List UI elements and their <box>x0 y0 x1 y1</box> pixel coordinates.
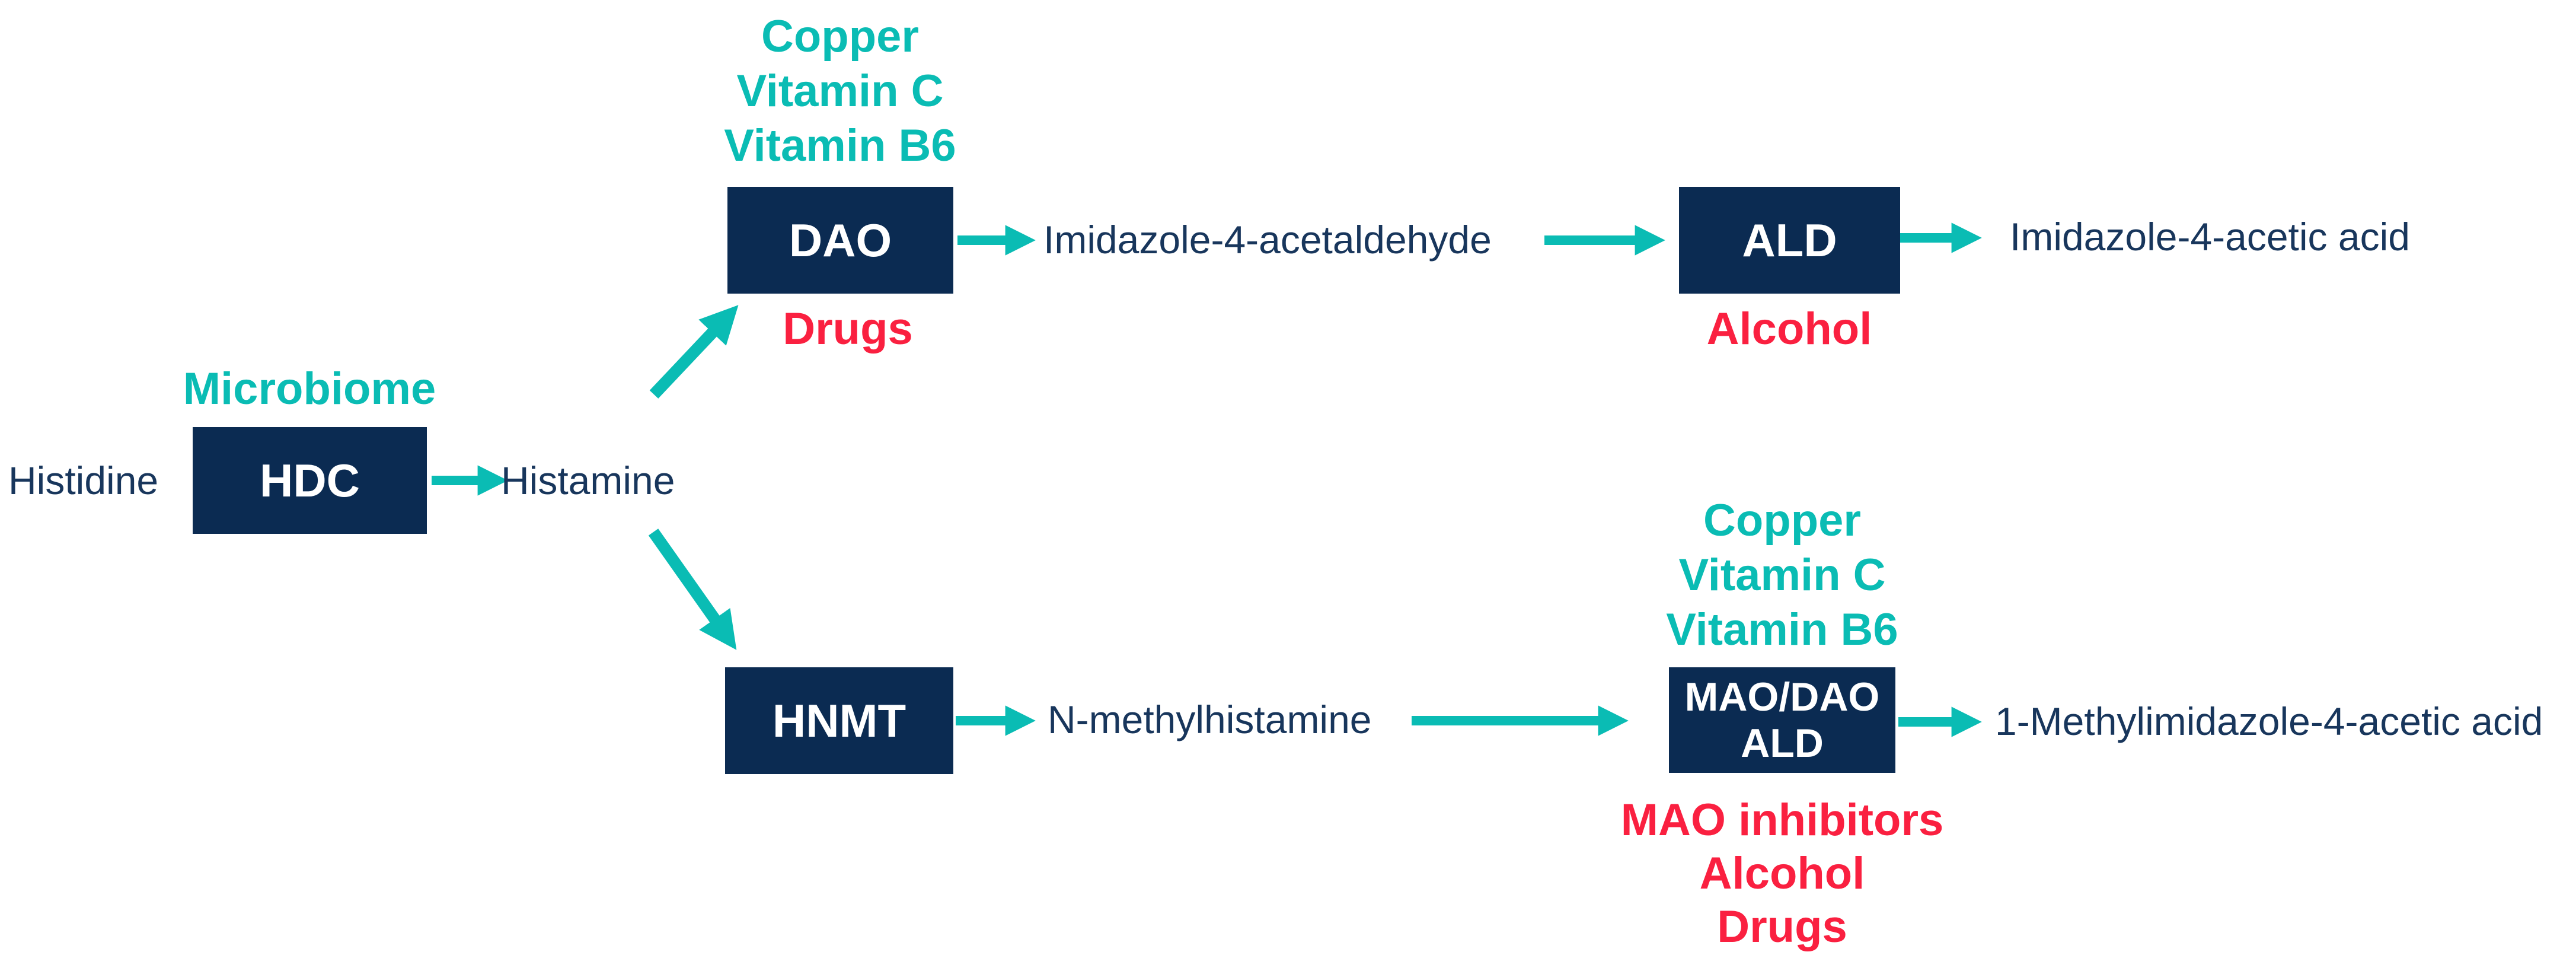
enzyme-label-hdc: HDC <box>260 454 360 507</box>
cofactor-dao-vitamin-b6: Vitamin B6 <box>724 120 956 171</box>
cofactor-microbiome-text: Microbiome <box>183 364 436 414</box>
arrow-histamine-to-hnmt <box>648 529 737 650</box>
enzyme-label-mao-dao: MAO/DAO <box>1684 674 1880 720</box>
molecule-n-methylhistamine: N-methylhistamine <box>1048 698 1372 741</box>
molecule-1-methylimidazole-4-acetic-acid: 1-Methylimidazole-4-acetic acid <box>1995 699 2543 743</box>
arrow-histamine-to-dao <box>649 305 739 399</box>
molecule-histidine: Histidine <box>8 459 159 502</box>
enzyme-label-ald: ALD <box>1742 214 1837 266</box>
molecule-histamine: Histamine <box>501 459 675 502</box>
cofactor-mao-vitamin-c: Vitamin C <box>1678 550 1886 600</box>
inhibitor-mao-alcohol: Alcohol <box>1699 848 1865 899</box>
enzyme-box-mao-dao-ald: MAO/DAO ALD <box>1669 667 1895 773</box>
inhibitor-dao-drugs: Drugs <box>783 303 913 356</box>
cofactor-list-dao: Copper Vitamin C Vitamin B6 <box>724 9 956 173</box>
enzyme-label-hnmt: HNMT <box>772 694 906 747</box>
enzyme-box-ald: ALD <box>1679 187 1900 294</box>
enzyme-box-dao: DAO <box>727 187 953 294</box>
cofactor-dao-copper: Copper <box>761 11 919 62</box>
enzyme-label-mao-dao-ald: ALD <box>1741 721 1824 766</box>
cofactor-mao-vitamin-b6: Vitamin B6 <box>1666 604 1898 655</box>
inhibitor-dao-drugs-text: Drugs <box>783 304 913 354</box>
inhibitor-ald-alcohol-text: Alcohol <box>1706 304 1872 354</box>
cofactor-dao-vitamin-c: Vitamin C <box>736 66 944 116</box>
enzyme-box-hdc: HDC <box>193 427 427 534</box>
cofactor-mao-copper: Copper <box>1703 495 1861 546</box>
enzyme-box-hnmt: HNMT <box>725 667 953 774</box>
cofactor-microbiome: Microbiome <box>183 362 436 416</box>
inhibitor-list-mao-dao: MAO inhibitors Alcohol Drugs <box>1621 794 1944 954</box>
enzyme-label-dao: DAO <box>789 214 892 266</box>
inhibitor-mao-inhibitors: MAO inhibitors <box>1620 795 1944 845</box>
molecule-imidazole-4-acetic-acid: Imidazole-4-acetic acid <box>2010 215 2410 259</box>
inhibitor-ald-alcohol: Alcohol <box>1707 303 1872 356</box>
cofactor-list-mao-dao: Copper Vitamin C Vitamin B6 <box>1666 494 1898 657</box>
molecule-imidazole-4-acetaldehyde: Imidazole-4-acetaldehyde <box>1043 218 1492 262</box>
inhibitor-mao-drugs: Drugs <box>1717 902 1847 952</box>
